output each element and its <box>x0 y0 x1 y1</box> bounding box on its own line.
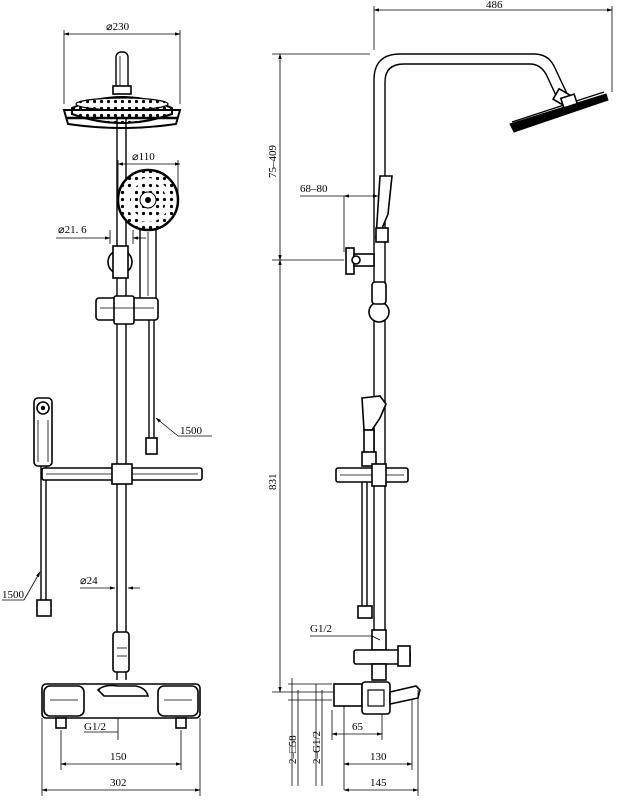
height-label: 831 <box>267 474 279 491</box>
rail-knob-side <box>368 281 390 323</box>
dimension-hose-upper: 1500 <box>155 417 212 437</box>
dia-pipe-label: ⌀24 <box>80 575 98 587</box>
rail-knob-front <box>107 245 133 279</box>
shelf-front <box>41 463 203 485</box>
depth-145-label: 145 <box>370 777 387 789</box>
rain-shower-head-front <box>62 85 182 129</box>
width-label: 302 <box>110 777 127 789</box>
hose-side <box>357 482 373 619</box>
square-conn-label: 2–□58 <box>287 735 299 764</box>
round-conn-label: 2–G1/2 <box>311 731 323 764</box>
dimension-height-adjust: 75–409 <box>267 53 370 261</box>
dimension-height: 831 <box>267 259 334 693</box>
dimension-pipe-diameter: ⌀24 <box>80 575 140 590</box>
dimension-holder-offset: 68–80 <box>300 183 379 252</box>
hose-upper-label: 1500 <box>180 425 203 437</box>
dimension-head-diameter: ⌀230 <box>63 21 181 104</box>
hose-right-front <box>145 320 158 455</box>
lower-connector-front <box>112 631 130 673</box>
side-view: 486 75–409 68–80 831 G1/2 <box>267 0 613 796</box>
dimension-rail-diameter: ⌀21. 6 <box>56 224 146 244</box>
reach-label: 486 <box>486 0 503 11</box>
dia-rail-label: ⌀21. 6 <box>58 224 87 236</box>
dimension-reach: 486 <box>373 0 613 92</box>
bidet-sprayer-side <box>361 395 387 467</box>
dimension-depth-130: 130 <box>343 700 413 790</box>
thread-side-label: G1/2 <box>310 623 332 635</box>
bidet-sprayer-front <box>33 397 53 617</box>
spacing-label: 150 <box>110 751 127 763</box>
thermostatic-mixer-front <box>41 683 201 729</box>
dimension-depth-145: 145 <box>343 690 419 796</box>
shelf-side <box>335 463 409 487</box>
dimension-connections: 2–□58 2–G1/2 <box>287 678 332 786</box>
dimension-spacing: 150 <box>60 730 182 770</box>
hand-holder-side <box>375 175 393 243</box>
thread-front-label: G1/2 <box>84 721 106 733</box>
wall-bracket-side <box>345 247 375 275</box>
hand-shower-front <box>116 168 180 301</box>
height-adjust-label: 75–409 <box>267 145 279 179</box>
spout-label: 65 <box>352 721 364 733</box>
dimension-spout: 65 <box>331 710 383 740</box>
overhead-arm-side <box>373 53 575 136</box>
mixer-valve-side <box>333 629 421 715</box>
dimension-width: 302 <box>41 718 201 796</box>
dimension-thread-front: G1/2 <box>84 718 119 740</box>
holder-offset-label: 68–80 <box>300 183 328 195</box>
dimension-hose-lower: 1500 <box>2 571 41 601</box>
dia-hand-label: ⌀110 <box>132 151 155 163</box>
dimension-hand-diameter: ⌀110 <box>117 151 181 200</box>
depth-130-label: 130 <box>370 751 387 763</box>
hose-lower-label: 1500 <box>2 589 25 601</box>
dimension-thread-side: G1/2 <box>310 623 381 641</box>
rain-shower-head-side <box>509 91 609 133</box>
dia-head-label: ⌀230 <box>106 21 130 33</box>
front-view: ⌀230 ⌀110 ⌀21. 6 1500 1500 <box>2 21 212 796</box>
holder-bracket-front <box>95 295 159 325</box>
